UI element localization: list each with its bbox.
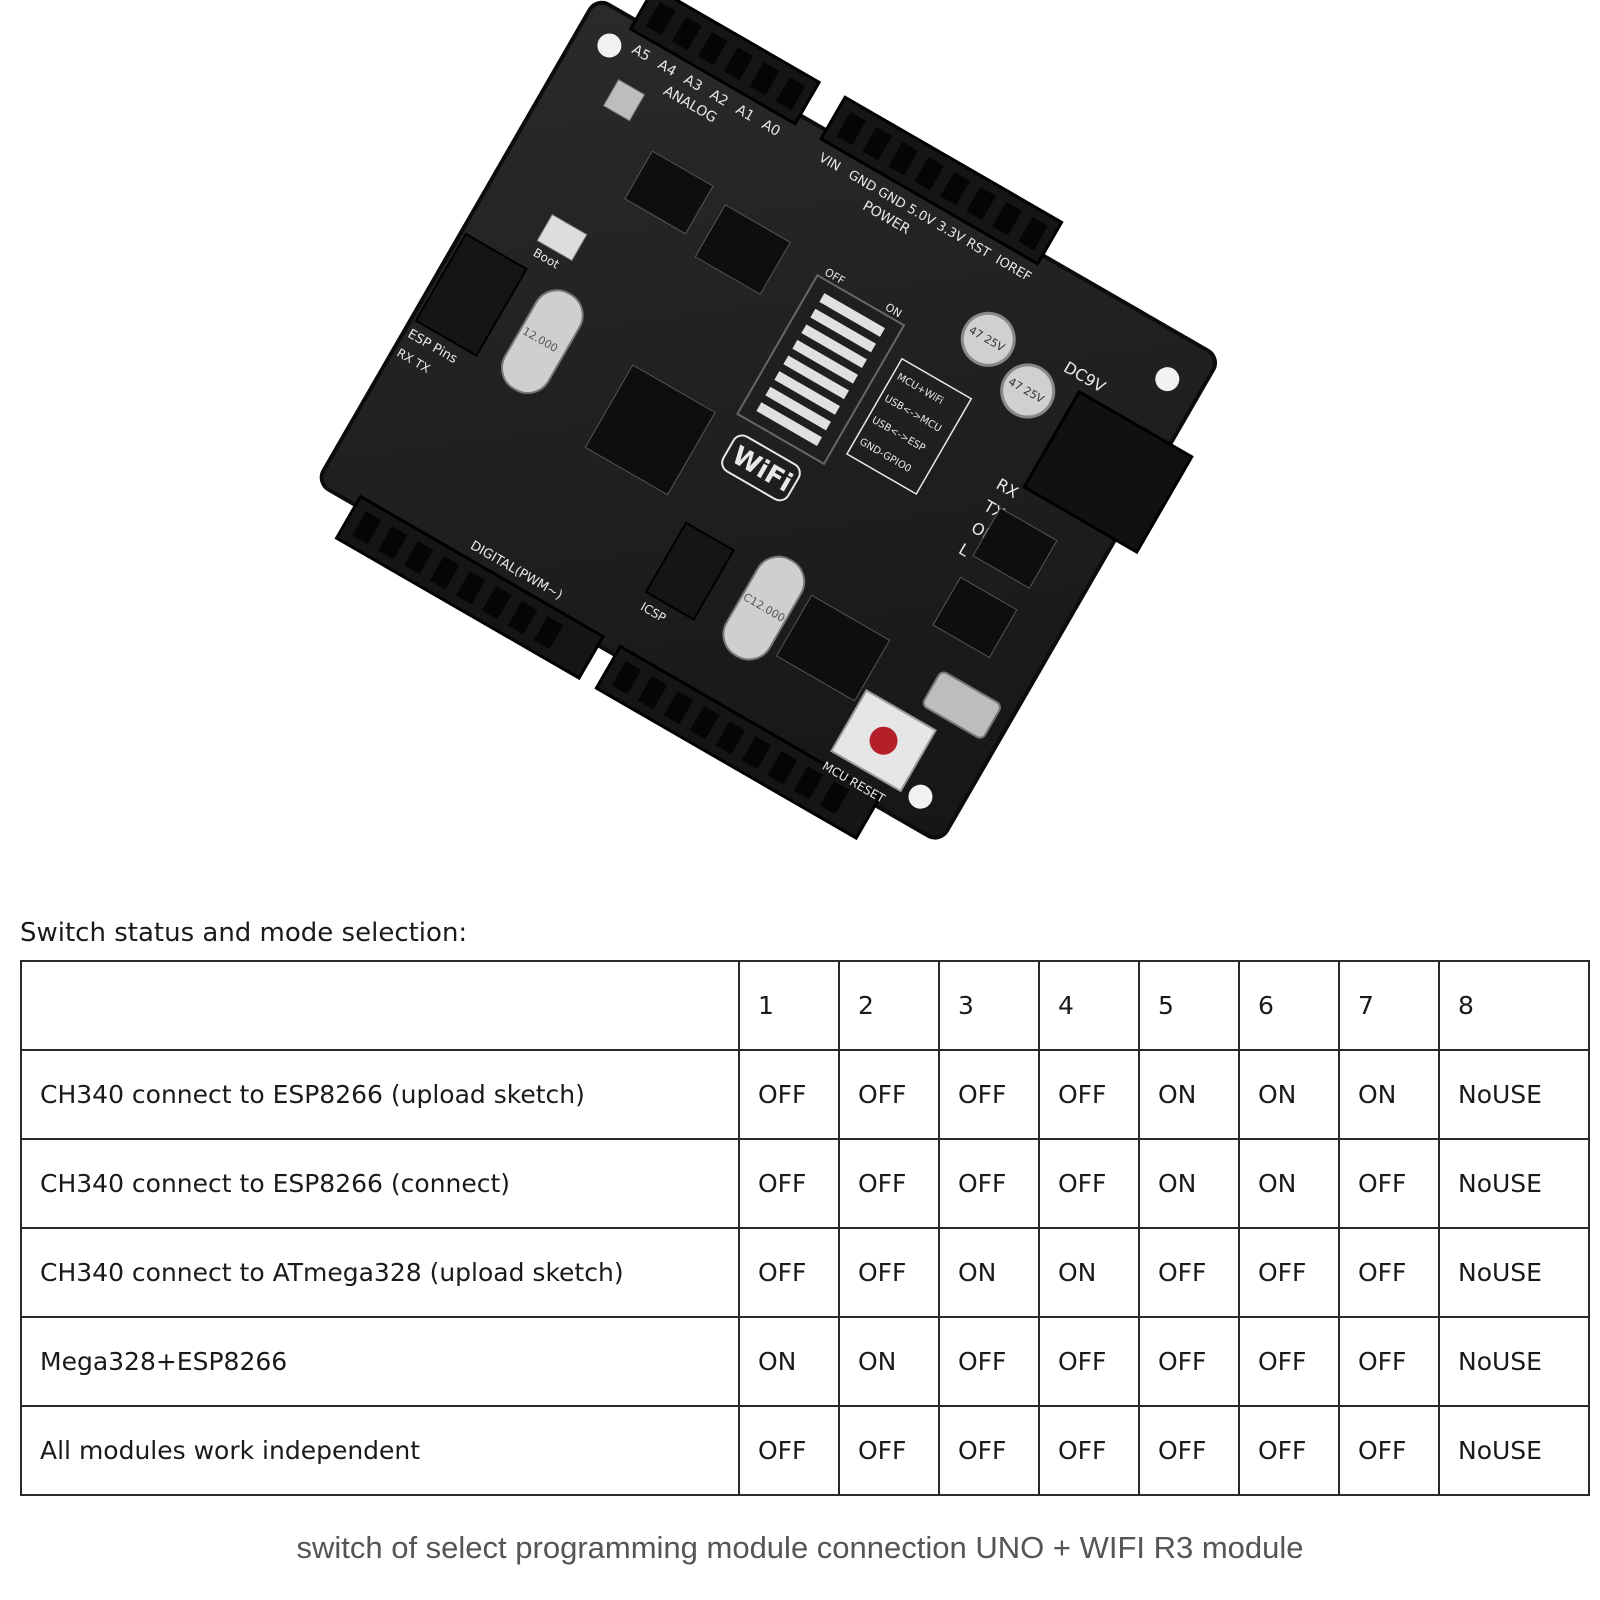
mounting-hole xyxy=(908,784,933,809)
crystal xyxy=(722,555,806,661)
switch-8-state-cell: NoUSE xyxy=(1438,1316,1590,1407)
switch-8-state-cell: NoUSE xyxy=(1438,1049,1590,1140)
switch-2-state-cell: OFF xyxy=(838,1405,940,1496)
icsp-header xyxy=(644,521,736,621)
switch-8-state-cell: NoUSE xyxy=(1438,1227,1590,1318)
header-cell-switch-4: 4 xyxy=(1038,960,1140,1051)
switch-7-state-cell: OFF xyxy=(1338,1138,1440,1229)
switch-6-state-cell: ON xyxy=(1238,1049,1340,1140)
product-photo: A5A4A3A2A1A0 ANALOG VINGNDGND5.0V3.3VRST… xyxy=(319,0,1217,841)
crystal xyxy=(500,289,584,394)
table-header-row: 1 2 3 4 5 6 7 8 xyxy=(20,960,1590,1051)
switch-1-state-cell: OFF xyxy=(738,1405,840,1496)
mode-cell: All modules work independent xyxy=(20,1405,740,1496)
capacitor xyxy=(1000,363,1056,419)
switch-1-state-cell: OFF xyxy=(738,1138,840,1229)
switch-3-state-cell: OFF xyxy=(938,1049,1040,1140)
table-row: CH340 connect to ATmega328 (upload sketc… xyxy=(20,1227,1590,1318)
reset-button xyxy=(869,726,898,755)
mounting-hole xyxy=(597,33,622,58)
mode-cell: CH340 connect to ESP8266 (connect) xyxy=(20,1138,740,1229)
switch-mode-table: 1 2 3 4 5 6 7 8 CH340 connect to ESP8266… xyxy=(20,960,1590,1496)
switch-5-state-cell: OFF xyxy=(1138,1405,1240,1496)
switch-5-state-cell: OFF xyxy=(1138,1316,1240,1407)
switch-1-state-cell: OFF xyxy=(738,1227,840,1318)
switch-6-state-cell: OFF xyxy=(1238,1227,1340,1318)
footer-caption: switch of select programming module conn… xyxy=(296,1530,1304,1565)
chip-esp8266 xyxy=(694,204,791,295)
switch-5-state-cell: ON xyxy=(1138,1049,1240,1140)
switch-7-state-cell: OFF xyxy=(1338,1227,1440,1318)
switch-2-state-cell: OFF xyxy=(838,1227,940,1318)
table-row: CH340 connect to ESP8266 (upload sketch)… xyxy=(20,1049,1590,1140)
mounting-hole xyxy=(1155,367,1180,392)
header-cell-switch-8: 8 xyxy=(1438,960,1590,1051)
switch-4-state-cell: OFF xyxy=(1038,1049,1140,1140)
switch-7-state-cell: ON xyxy=(1338,1049,1440,1140)
mode-cell: CH340 connect to ESP8266 (upload sketch) xyxy=(20,1049,740,1140)
switch-4-state-cell: OFF xyxy=(1038,1316,1140,1407)
switch-1-state-cell: OFF xyxy=(738,1049,840,1140)
switch-5-state-cell: OFF xyxy=(1138,1227,1240,1318)
antenna-connector xyxy=(602,78,646,122)
board-illustration: A5A4A3A2A1A0 ANALOG VINGNDGND5.0V3.3VRST… xyxy=(319,0,1217,841)
switch-5-state-cell: ON xyxy=(1138,1138,1240,1229)
table-body: CH340 connect to ESP8266 (upload sketch)… xyxy=(20,1049,1590,1496)
switch-7-state-cell: OFF xyxy=(1338,1316,1440,1407)
switch-7-state-cell: OFF xyxy=(1338,1405,1440,1496)
voltage-regulator xyxy=(932,576,1018,659)
switch-6-state-cell: OFF xyxy=(1238,1316,1340,1407)
chip-ch340-soic xyxy=(775,594,891,702)
capacitor xyxy=(960,311,1016,367)
switch-3-state-cell: OFF xyxy=(938,1316,1040,1407)
mode-cell: CH340 connect to ATmega328 (upload sketc… xyxy=(20,1227,740,1318)
voltage-regulator xyxy=(972,507,1058,589)
switch-4-state-cell: OFF xyxy=(1038,1405,1140,1496)
switch-2-state-cell: OFF xyxy=(838,1138,940,1229)
switch-3-state-cell: OFF xyxy=(938,1405,1040,1496)
switch-6-state-cell: OFF xyxy=(1238,1405,1340,1496)
switch-3-state-cell: ON xyxy=(938,1227,1040,1318)
micro-usb-port xyxy=(922,671,1001,739)
switch-2-state-cell: OFF xyxy=(838,1049,940,1140)
boot-button xyxy=(536,213,588,262)
switch-6-state-cell: ON xyxy=(1238,1138,1340,1229)
switch-3-state-cell: OFF xyxy=(938,1138,1040,1229)
mode-cell: Mega328+ESP8266 xyxy=(20,1316,740,1407)
switch-1-state-cell: ON xyxy=(738,1316,840,1407)
analog-header xyxy=(628,0,822,126)
header-cell-switch-7: 7 xyxy=(1338,960,1440,1051)
switch-4-state-cell: OFF xyxy=(1038,1138,1140,1229)
switch-8-state-cell: NoUSE xyxy=(1438,1405,1590,1496)
header-cell-switch-3: 3 xyxy=(938,960,1040,1051)
switch-8-state-cell: NoUSE xyxy=(1438,1138,1590,1229)
chip-atmega328 xyxy=(584,364,716,496)
header-cell-switch-6: 6 xyxy=(1238,960,1340,1051)
chip-ch340 xyxy=(624,150,714,235)
table-caption: Switch status and mode selection: xyxy=(20,918,468,948)
esp-pins-header xyxy=(414,232,528,357)
header-cell-switch-1: 1 xyxy=(738,960,840,1051)
switch-4-state-cell: ON xyxy=(1038,1227,1140,1318)
switch-2-state-cell: ON xyxy=(838,1316,940,1407)
header-cell-switch-2: 2 xyxy=(838,960,940,1051)
header-cell-switch-5: 5 xyxy=(1138,960,1240,1051)
dc-jack xyxy=(1022,389,1194,555)
header-cell-mode xyxy=(20,960,740,1051)
